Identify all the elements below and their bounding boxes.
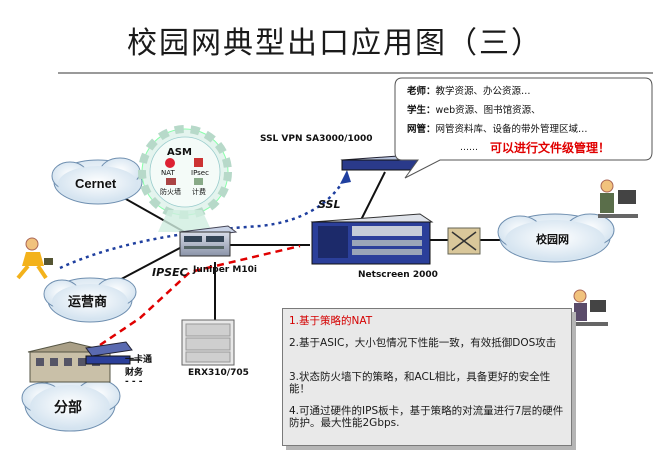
callout-line-admin: 网管：网管资料库、设备的带外管理区域…	[407, 121, 588, 135]
callout-dots: ……	[460, 143, 478, 153]
nat-icon	[165, 158, 175, 168]
cernet-label: Cernet	[75, 176, 117, 191]
ipsec-icon	[194, 158, 203, 167]
callout-role: 网管：	[407, 124, 436, 135]
features-box: 1.基于策略的NAT 2.基于ASIC，大小包情况下性能一致，有效抵御DOS攻击…	[282, 308, 572, 446]
feature-item: 4.可通过硬件的IPS板卡，基于策略的对流量进行7层的硬件防护。最大性能2Gbp…	[289, 405, 564, 429]
ssl-label: SSL	[318, 198, 340, 211]
asm-title: ASM	[167, 147, 192, 158]
callout-text: 教学资源、办公资源…	[435, 86, 531, 97]
asm-item-billing: 计费	[192, 188, 206, 196]
erx-label: ERX310/705	[188, 368, 249, 378]
branch-cloud	[21, 378, 121, 432]
callout-role: 老师：	[407, 86, 436, 97]
title-divider	[58, 72, 653, 74]
finance-label: 财务	[125, 368, 144, 378]
erx-rack	[181, 319, 235, 366]
ssl-vpn-label: SSL VPN SA3000/1000	[260, 134, 373, 144]
asm-item-firewall: 防火墙	[160, 188, 181, 196]
feature-item: 1.基于策略的NAT	[289, 315, 373, 327]
campus-user-bottom-icon	[572, 289, 608, 326]
link-netscreen-sslvpn	[359, 171, 386, 223]
netscreen-label: Netscreen 2000	[358, 270, 438, 280]
callout-line-student: 学生：web资源、图书馆资源、	[407, 102, 541, 116]
asm-gear-icon	[138, 125, 232, 232]
finance-more-label: - - -	[125, 377, 143, 387]
callout-line-teacher: 老师：教学资源、办公资源…	[407, 83, 531, 97]
callout-role: 学生：	[407, 105, 436, 116]
billing-icon	[194, 178, 203, 185]
campus-user-top-icon	[598, 179, 638, 218]
juniper-m10i-router	[178, 225, 238, 257]
campus-label: 校园网	[536, 232, 569, 246]
cernet-cloud	[51, 157, 143, 205]
access-callout: 老师：教学资源、办公资源… 学生：web资源、图书馆资源、 网管：网管资料库、设…	[395, 77, 650, 161]
one-card-label: 一卡通	[125, 355, 153, 365]
asm-icons	[165, 158, 203, 185]
asm-item-nat: NAT	[161, 169, 175, 177]
firewall-icon	[166, 178, 176, 185]
switch-icon	[447, 227, 481, 255]
isp-cloud	[43, 277, 137, 323]
callout-text: web资源、图书馆资源、	[435, 105, 541, 116]
ssl-arrow-icon	[340, 170, 351, 184]
callout-note: 可以进行文件级管理！	[490, 141, 611, 155]
branch-building-icon	[27, 341, 113, 383]
callout-text: 网管资料库、设备的带外管理区域…	[435, 124, 588, 135]
ssl-tunnel-line	[59, 177, 347, 270]
juniper-label: Juniper M10i	[193, 265, 257, 275]
feature-item: 2.基于ASIC，大小包情况下性能一致，有效抵御DOS攻击	[289, 337, 557, 349]
isp-label: 运营商	[68, 294, 107, 310]
ipsec-tunnel-line	[99, 244, 301, 347]
ipsec-label: IPSEC	[152, 266, 188, 279]
feature-item: 3.状态防火墙下的策略，和ACL相比，具备更好的安全性能！	[289, 371, 551, 395]
asm-item-ipsec: IPsec	[191, 169, 209, 177]
page-title: 校园网典型出口应用图（三）	[127, 26, 543, 61]
branch-label: 分部	[54, 399, 82, 416]
campus-cloud	[497, 213, 615, 263]
netscreen-2000-firewall	[310, 213, 434, 265]
mobile-user-icon	[16, 237, 53, 280]
callout-bubble	[394, 77, 653, 179]
